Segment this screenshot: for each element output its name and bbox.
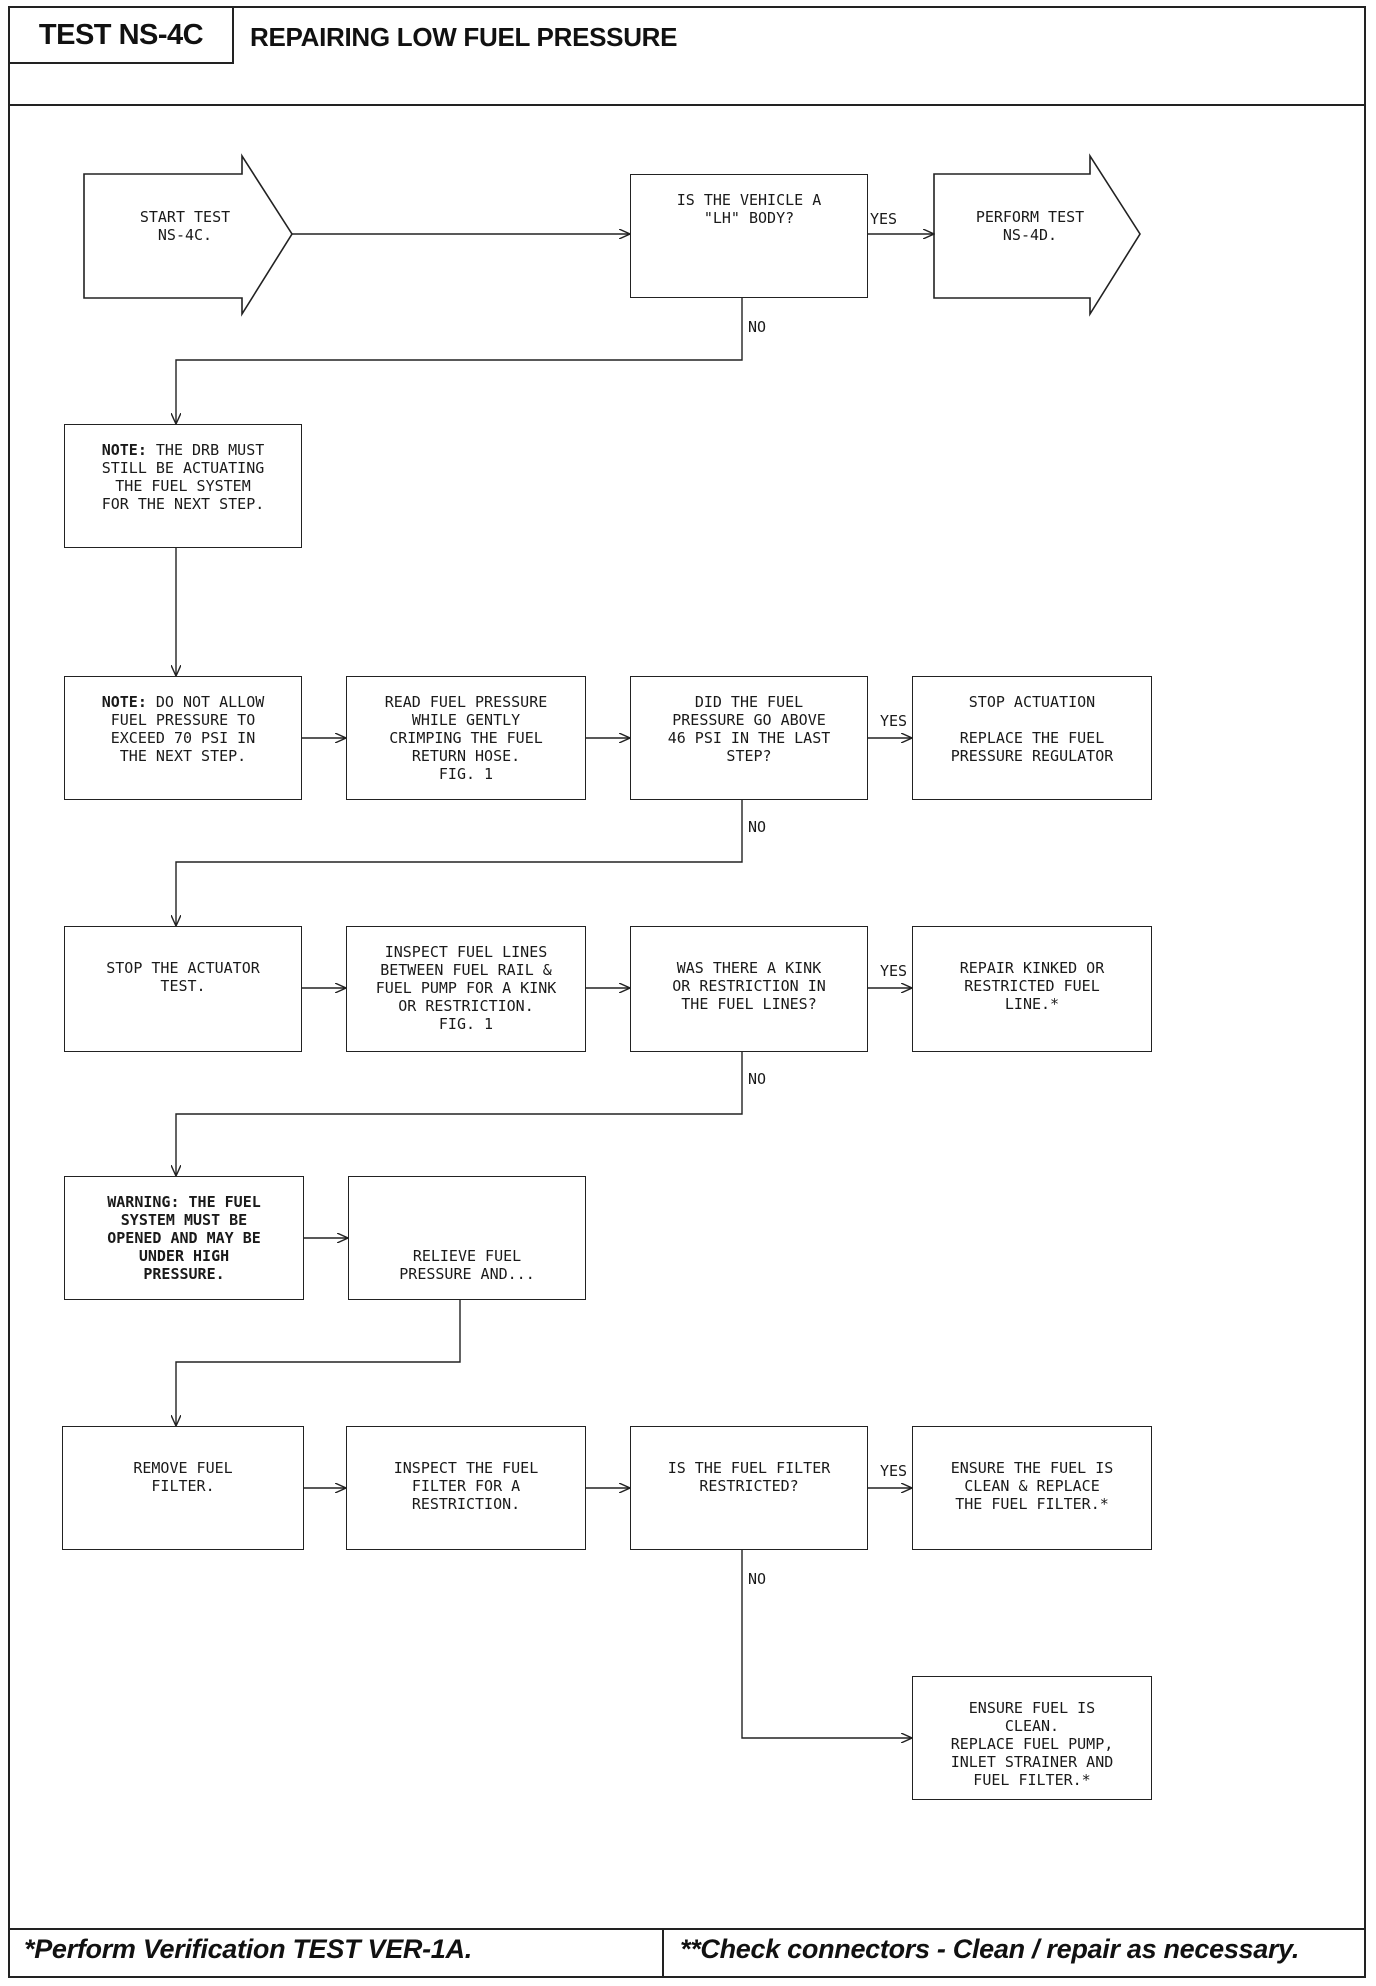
perform-arrow-shape (933, 153, 1141, 317)
result-replace-regulator: STOP ACTUATION REPLACE THE FUEL PRESSURE… (912, 676, 1152, 800)
yes-label: YES (880, 962, 908, 980)
header-bar (8, 6, 1366, 106)
step-remove-filter: REMOVE FUEL FILTER. (62, 1426, 304, 1550)
page-title: REPAIRING LOW FUEL PRESSURE (250, 22, 678, 52)
no-label: NO (748, 1570, 767, 1588)
decision-kink: WAS THERE A KINK OR RESTRICTION IN THE F… (630, 926, 868, 1052)
decision-lh-body: IS THE VEHICLE A "LH" BODY? (630, 174, 868, 298)
start-test-label: START TEST NS-4C. (139, 208, 231, 244)
footer-bar (8, 1928, 1366, 1978)
step-stop-actuator: STOP THE ACTUATOR TEST. (64, 926, 302, 1052)
yes-label: YES (880, 712, 908, 730)
note-max-70-psi: NOTE: DO NOT ALLOW FUEL PRESSURE TO EXCE… (64, 676, 302, 800)
step-read-pressure: READ FUEL PRESSURE WHILE GENTLY CRIMPING… (346, 676, 586, 800)
note-text: DO NOT ALLOW FUEL PRESSURE TO EXCEED 70 … (110, 693, 265, 765)
step-relieve-pressure: RELIEVE FUEL PRESSURE AND... (348, 1176, 586, 1300)
note-label: NOTE: (101, 441, 147, 459)
decision-filter-restricted: IS THE FUEL FILTER RESTRICTED? (630, 1426, 868, 1550)
result-replace-filter: ENSURE THE FUEL IS CLEAN & REPLACE THE F… (912, 1426, 1152, 1550)
footer-verification-note: *Perform Verification TEST VER-1A. (24, 1934, 472, 1964)
note-text: THE DRB MUST STILL BE ACTUATING THE FUEL… (101, 441, 265, 513)
note-label: NOTE: (101, 693, 147, 711)
yes-label: YES (880, 1462, 908, 1480)
no-label: NO (748, 318, 767, 336)
note-drb-actuating: NOTE: THE DRB MUST STILL BE ACTUATING TH… (64, 424, 302, 548)
warning-high-pressure: WARNING: THE FUEL SYSTEM MUST BE OPENED … (64, 1176, 304, 1300)
perform-ns4d-label: PERFORM TEST NS-4D. (975, 208, 1085, 244)
result-repair-line: REPAIR KINKED OR RESTRICTED FUEL LINE.* (912, 926, 1152, 1052)
result-replace-pump: ENSURE FUEL IS CLEAN. REPLACE FUEL PUMP,… (912, 1676, 1152, 1800)
footer-connector-note: **Check connectors - Clean / repair as n… (680, 1934, 1300, 1964)
page-frame (8, 6, 1366, 1978)
step-inspect-filter: INSPECT THE FUEL FILTER FOR A RESTRICTIO… (346, 1426, 586, 1550)
yes-label: YES (870, 210, 898, 228)
start-arrow-shape (83, 153, 293, 317)
no-label: NO (748, 1070, 767, 1088)
step-inspect-lines: INSPECT FUEL LINES BETWEEN FUEL RAIL & F… (346, 926, 586, 1052)
footer-divider (662, 1928, 664, 1976)
test-id: TEST NS-4C (10, 8, 234, 64)
decision-above-46-psi: DID THE FUEL PRESSURE GO ABOVE 46 PSI IN… (630, 676, 868, 800)
no-label: NO (748, 818, 767, 836)
